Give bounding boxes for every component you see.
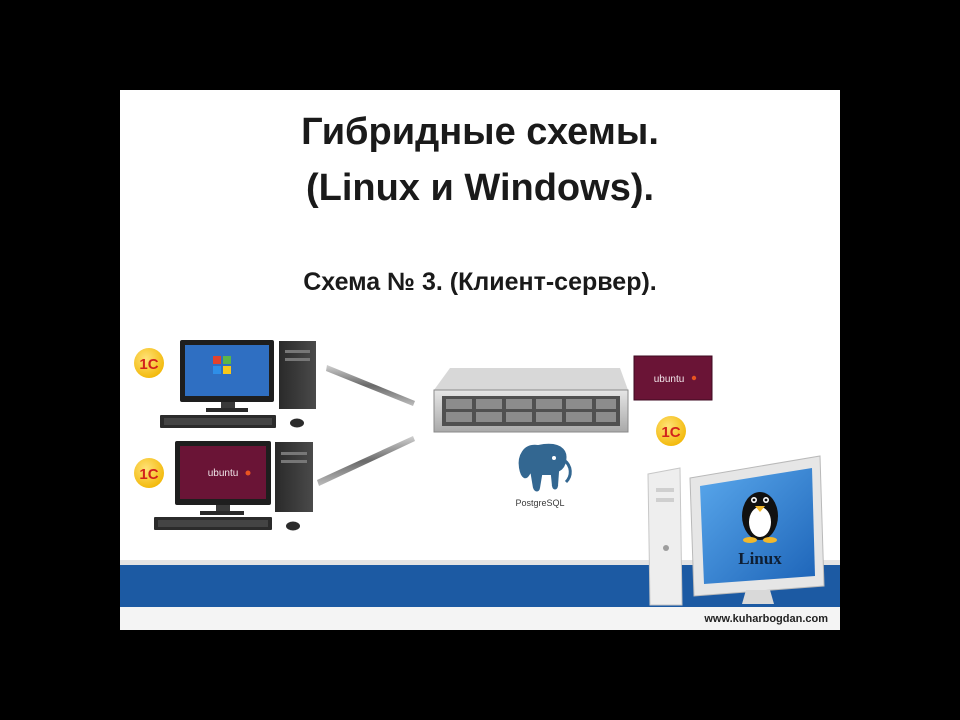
onec-badge-3: 1С bbox=[656, 416, 686, 446]
cable-top bbox=[326, 365, 415, 406]
client-ubuntu: 1С ubuntu bbox=[134, 441, 313, 531]
linux-workstation: Linux bbox=[648, 456, 824, 605]
onec-badge-label: 1С bbox=[661, 424, 680, 441]
postgresql-logo: PostgreSQL bbox=[515, 443, 570, 508]
onec-badge-label: 1С bbox=[139, 466, 158, 483]
client-windows: 1С bbox=[134, 340, 316, 428]
ubuntu-box-text: ubuntu bbox=[654, 374, 685, 385]
onec-badge-2: 1С bbox=[134, 458, 164, 488]
mouse bbox=[290, 419, 304, 428]
postgres-elephant-icon bbox=[518, 443, 571, 493]
onec-badge-label: 1С bbox=[139, 356, 158, 373]
server-top bbox=[434, 368, 628, 390]
network-diagram: 1С 1С bbox=[120, 90, 840, 630]
slide: Гибридные схемы. (Linux и Windows). Схем… bbox=[120, 90, 840, 630]
monitor-base bbox=[200, 511, 244, 515]
cable-bottom bbox=[317, 436, 415, 486]
ubuntu-server-os: ubuntu bbox=[634, 356, 712, 400]
network-cables bbox=[317, 365, 415, 486]
monitor-base bbox=[206, 408, 248, 412]
ubuntu-logo-icon bbox=[692, 376, 696, 380]
monitor-stand bbox=[221, 402, 235, 408]
rack-server bbox=[434, 368, 628, 432]
ubuntu-logo-icon bbox=[246, 471, 251, 476]
ubuntu-logo-text: ubuntu bbox=[208, 468, 239, 479]
postgres-label: PostgreSQL bbox=[515, 498, 564, 508]
linux-label: Linux bbox=[738, 549, 782, 568]
onec-badge-1: 1С bbox=[134, 348, 164, 378]
monitor-stand bbox=[216, 505, 230, 511]
mouse bbox=[286, 522, 300, 531]
linux-monitor-stand bbox=[742, 590, 774, 604]
